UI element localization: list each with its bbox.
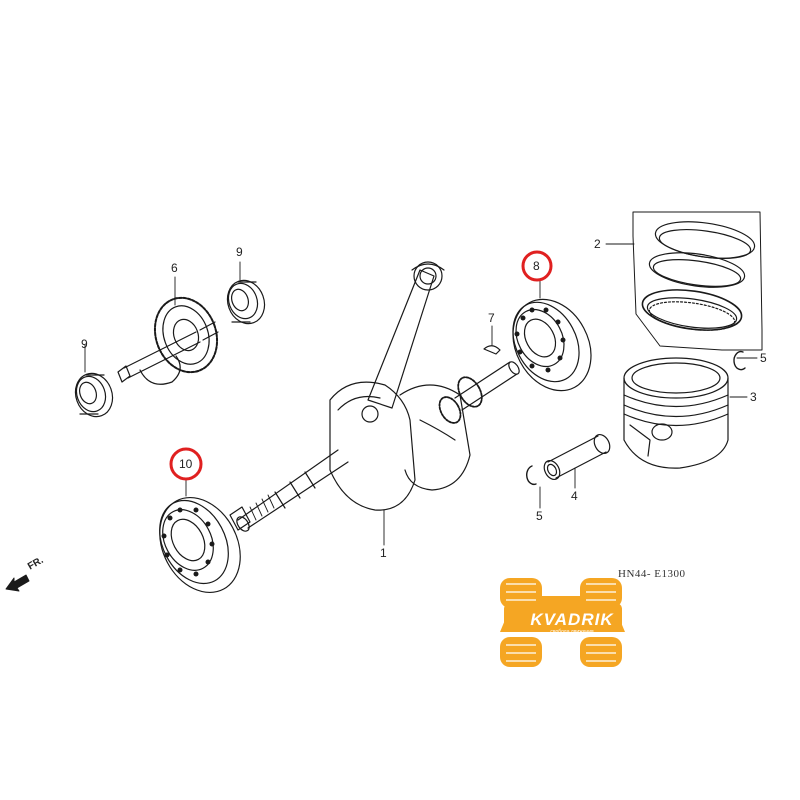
callout-1: 1 (380, 546, 387, 560)
bearing-10-drawing (159, 496, 241, 594)
balancer-shaft-drawing (117, 296, 219, 385)
callout-6: 6 (171, 261, 178, 275)
piston-drawing (623, 357, 729, 469)
callout-3: 3 (750, 390, 757, 404)
callout-4: 4 (571, 489, 578, 503)
callout-2: 2 (594, 237, 601, 251)
piston-ring-set-drawing (632, 211, 763, 351)
callout-9-top: 9 (236, 245, 243, 259)
callout-9-left: 9 (81, 337, 88, 351)
callout-7: 7 (488, 311, 495, 325)
diagram-reference-code: HN44- E1300 (618, 568, 686, 580)
highlight-circle-8 (521, 250, 553, 282)
callout-5-right: 5 (760, 351, 767, 365)
highlight-circle-10 (169, 447, 203, 481)
callout-5-bottom: 5 (536, 509, 543, 523)
crankshaft-drawing (229, 261, 520, 532)
leader-lines (84, 243, 758, 546)
bearing-9-left-drawing (74, 372, 114, 418)
watermark-tagline: свобода движения (550, 629, 594, 635)
watermark-brand: KVADRIK (530, 610, 614, 629)
piston-pin-drawing (543, 433, 611, 481)
callout-10: 10 (179, 457, 193, 471)
front-arrow-icon (5, 574, 30, 592)
bearing-9-top-drawing (226, 279, 266, 325)
callout-8: 8 (533, 259, 540, 273)
bearing-8-drawing (512, 298, 592, 392)
kvadrik-logo (500, 578, 625, 667)
